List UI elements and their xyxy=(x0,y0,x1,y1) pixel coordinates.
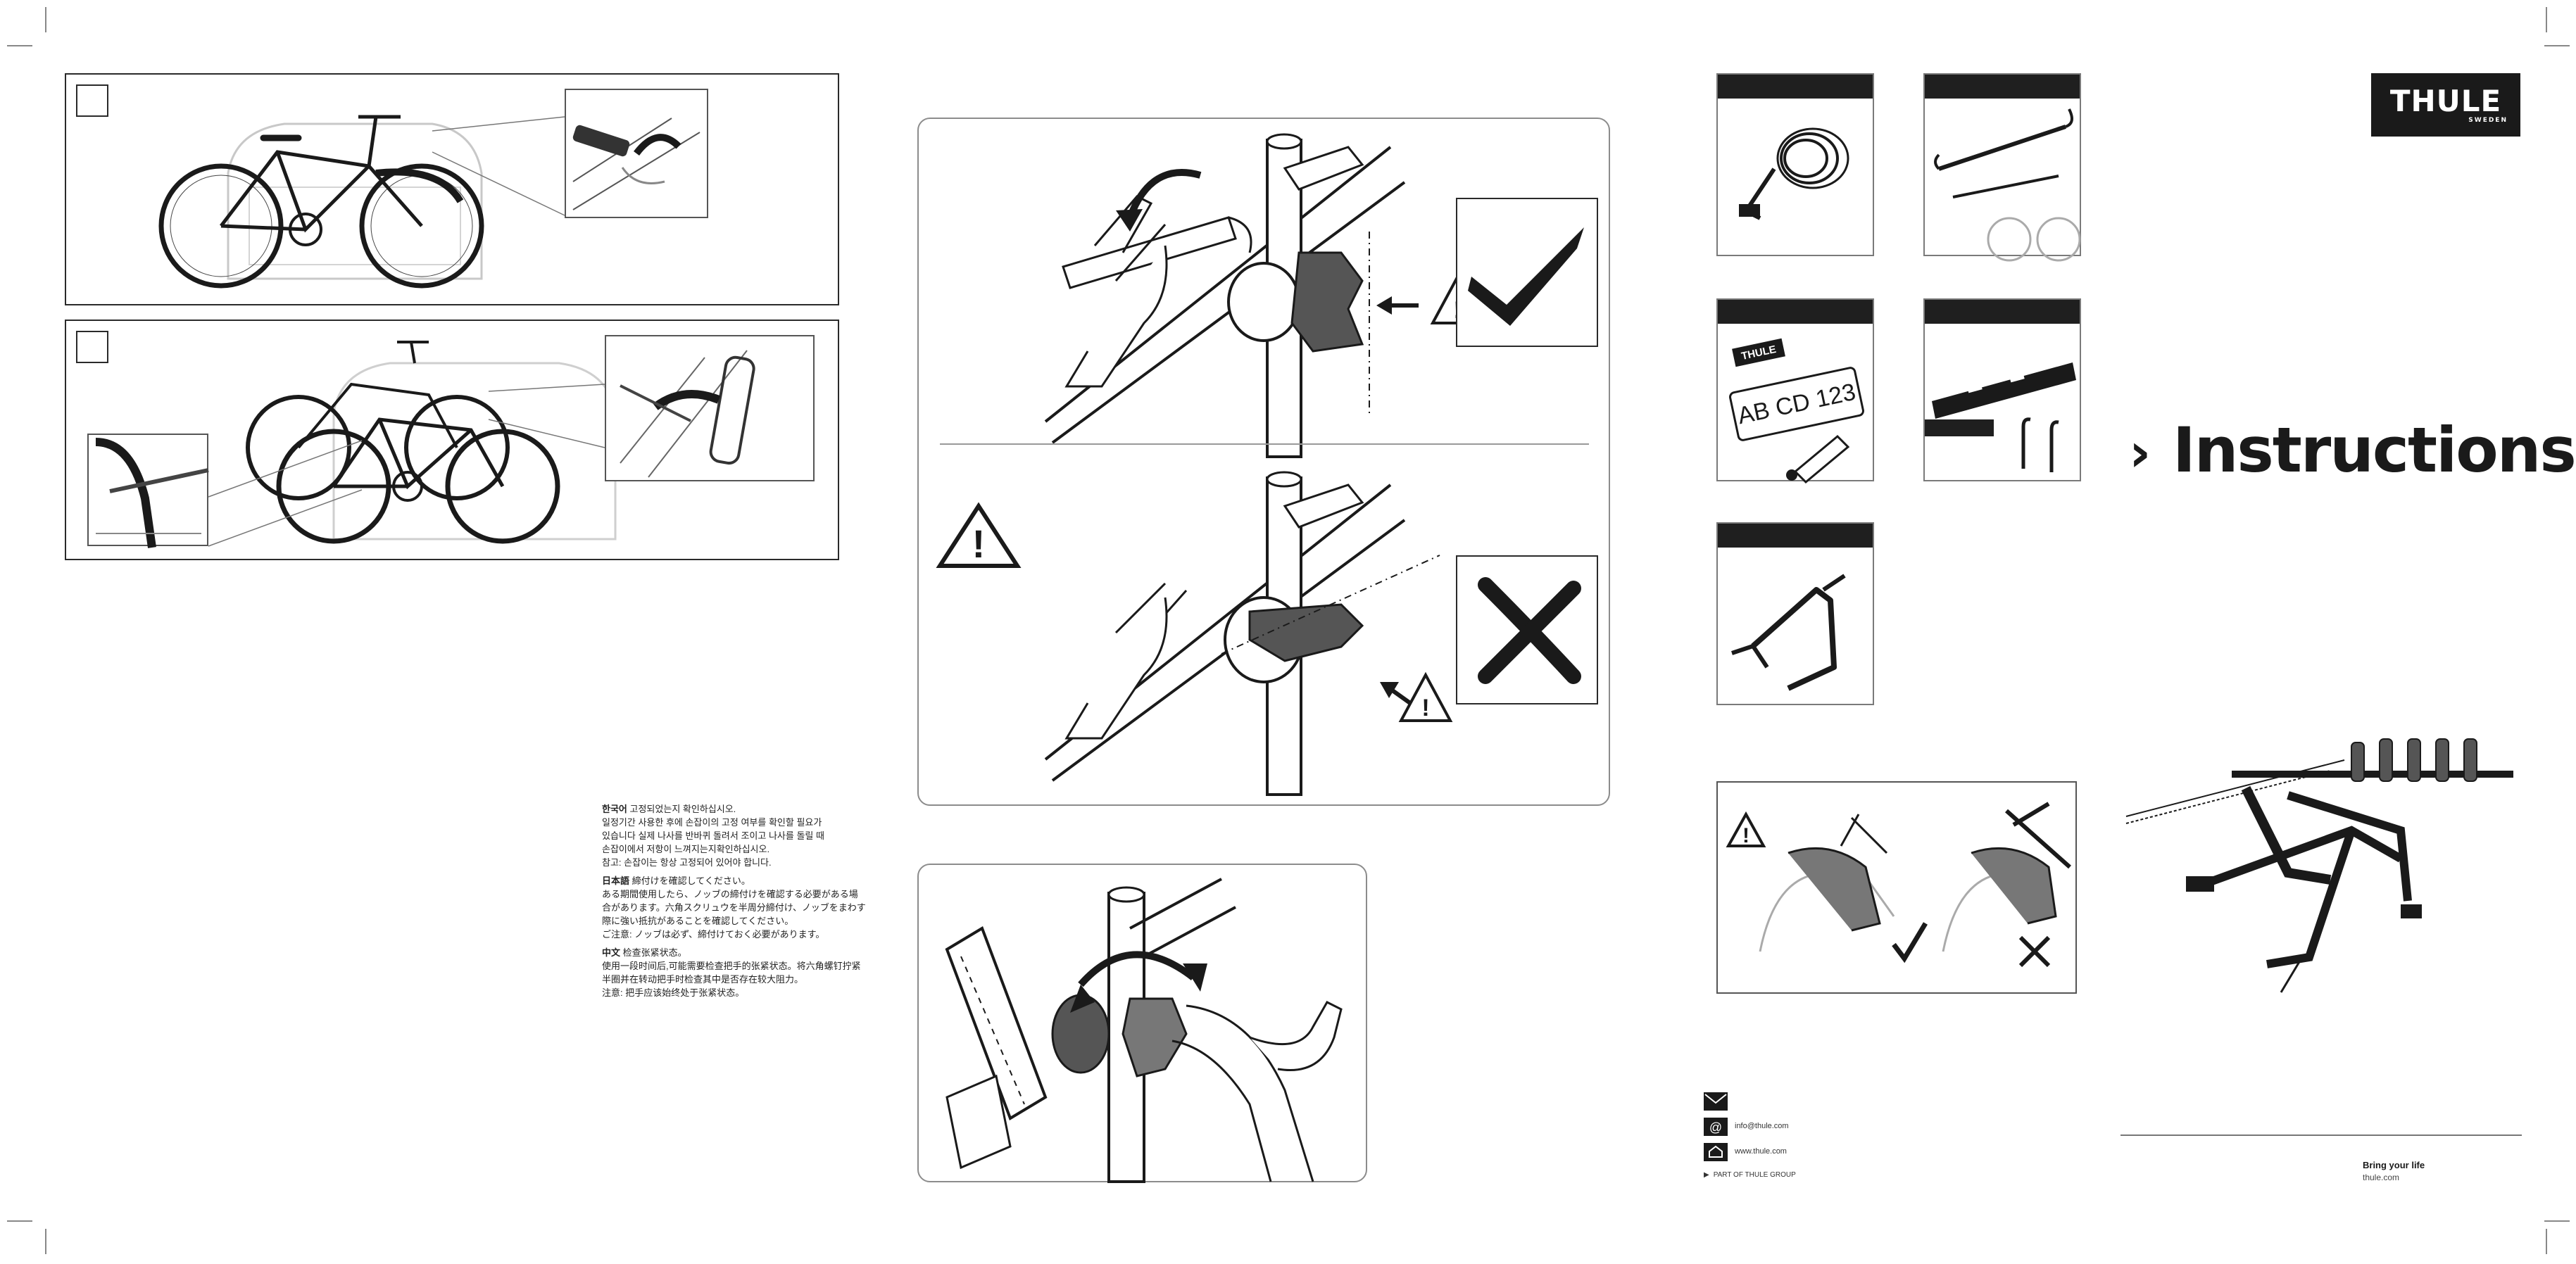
hooks-icon xyxy=(2021,417,2059,472)
callout-lines xyxy=(432,116,565,216)
home-icon xyxy=(1704,1143,1728,1161)
mail-icon xyxy=(1704,1092,1728,1111)
svg-text:@: @ xyxy=(1709,1120,1722,1135)
accessory-card-bracket xyxy=(1716,522,1874,705)
checkmark-icon xyxy=(1468,227,1584,326)
warning-chinese: 中文 检查张紧状态。 使用一段时间后,可能需要检查把手的张紧状态。将六角螺钉拧紧… xyxy=(602,947,861,998)
knob-correct-illustration: ! xyxy=(1044,133,1485,458)
bike-rack-product-illustration xyxy=(2125,738,2513,993)
two-bikes-illustration xyxy=(246,341,560,544)
step-checkbox[interactable] xyxy=(76,84,108,117)
incorrect-indicator-box xyxy=(1456,555,1598,704)
svg-text:!: ! xyxy=(1742,824,1749,847)
step-one-bike-panel xyxy=(65,73,839,305)
card-header xyxy=(1925,300,2080,324)
hand-turning-knob-illustration xyxy=(945,878,1343,1183)
group-arrow-icon: ▶ xyxy=(1704,1171,1709,1179)
card-header xyxy=(1718,75,1873,99)
thule-group-note: ▶ PART OF THULE GROUP xyxy=(1704,1171,1796,1179)
svg-text:!: ! xyxy=(972,522,986,566)
page-title: Instructions xyxy=(2173,414,2576,486)
strap-icon xyxy=(1934,108,2081,262)
card-header xyxy=(1718,524,1873,548)
contact-block: @ info@thule.com www.thule.com ▶ PART OF… xyxy=(1704,1092,1887,1191)
light-board-icon xyxy=(1932,362,2076,419)
hand-tighten-panel xyxy=(917,864,1367,1183)
card-header xyxy=(1925,75,2080,99)
lang-label: 日本語 xyxy=(602,876,630,886)
email-link[interactable]: info@thule.com xyxy=(1735,1122,1789,1130)
accessory-card-straps xyxy=(1923,73,2081,262)
crop-mark-rb xyxy=(2544,1208,2570,1233)
detail-inset xyxy=(565,89,708,218)
warning-korean: 한국어 고정되었는지 확인하십시오. 일정기간 사용한 후에 손잡이의 고정 여… xyxy=(602,804,824,868)
bracket-icon xyxy=(1731,574,1846,691)
accessory-card-cable-lock xyxy=(1716,73,1874,256)
chevron-right-icon: › xyxy=(2129,421,2151,484)
cable-lock-icon xyxy=(1739,127,1849,220)
accessory-card-license-plate: AB CD 123 THULE xyxy=(1716,298,1874,484)
cross-icon xyxy=(1478,577,1581,684)
knob-incorrect-illustration: ! ! xyxy=(936,471,1453,796)
correct-indicator-box xyxy=(1456,198,1598,347)
crop-mark-lb xyxy=(7,1208,32,1233)
callout-lines xyxy=(208,384,605,547)
accessory-card-light-board xyxy=(1923,298,2081,481)
divider xyxy=(940,443,1589,445)
crop-mark-tr xyxy=(2533,7,2558,32)
step-checkbox[interactable] xyxy=(76,331,108,363)
lang-label: 中文 xyxy=(602,947,621,958)
detail-inset-right xyxy=(605,335,815,481)
lang-label: 한국어 xyxy=(602,804,627,814)
bike-illustration xyxy=(158,115,484,289)
sub-header-bar xyxy=(1925,419,1994,436)
trunk-warning-illustration: ! xyxy=(1726,802,2071,968)
crop-mark-rt xyxy=(2544,32,2570,58)
footer-divider xyxy=(2121,1135,2522,1136)
svg-text:!: ! xyxy=(1421,695,1429,721)
crop-mark-bl xyxy=(32,1229,58,1254)
crop-mark-tl xyxy=(32,7,58,32)
at-icon: @ xyxy=(1704,1118,1728,1136)
crop-mark-br xyxy=(2533,1229,2558,1254)
glue-tube-icon xyxy=(1786,434,1850,484)
warning-japanese: 日本語 締付けを確認してください。 ある期間使用したら、ノッブの締付けを確認する… xyxy=(602,876,866,940)
detail-inset-left xyxy=(87,434,209,548)
knob-tightening-panel: ! ! ! xyxy=(917,118,1610,806)
step-two-bikes-panel xyxy=(65,320,839,560)
card-header xyxy=(1718,300,1873,324)
brand-tagline: Bring your life xyxy=(2363,1160,2425,1170)
crop-mark-lt xyxy=(7,32,32,58)
brand-website[interactable]: thule.com xyxy=(2363,1173,2400,1182)
website-link[interactable]: www.thule.com xyxy=(1735,1147,1787,1156)
thule-logo: THULE SWEDEN xyxy=(2371,73,2520,137)
trunk-warning-panel: ! xyxy=(1716,781,2077,994)
